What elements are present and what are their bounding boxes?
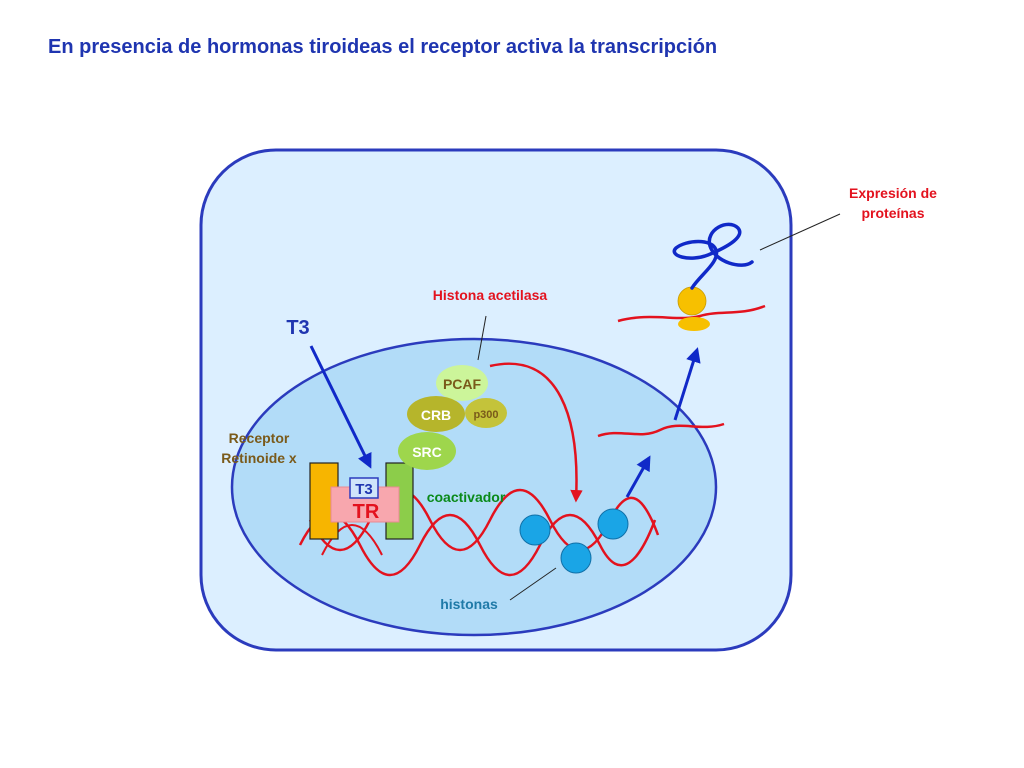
translation-arrow — [673, 347, 701, 421]
protein-chain — [672, 222, 754, 290]
expresion-label-line2: proteínas — [861, 205, 924, 221]
p300-protein — [465, 398, 507, 428]
t3-bound-box — [349, 477, 379, 499]
histone-2 — [560, 542, 592, 574]
pcaf-label: PCAF — [443, 376, 482, 392]
ribosome-large-subunit — [677, 286, 707, 316]
crb-protein — [407, 396, 465, 432]
receptor-label-line1: Receptor — [229, 430, 290, 446]
mrna-cytoplasm — [617, 304, 766, 323]
t3-outside-label: T3 — [286, 317, 309, 339]
p300-label: p300 — [473, 409, 498, 421]
histonas-leader — [509, 567, 557, 601]
coactivador-label: coactivador — [427, 489, 506, 505]
histona-acetilasa-leader — [477, 315, 487, 361]
mrna-nucleus — [597, 422, 725, 438]
ribosome-small-subunit — [678, 317, 710, 331]
pcaf-protein — [436, 365, 488, 401]
t3-bound-label: T3 — [355, 481, 373, 498]
expresion-leader — [759, 213, 841, 251]
histone-3 — [597, 508, 629, 540]
expresion-label-line1: Expresión de — [849, 185, 937, 201]
receptor-label-line2: Retinoide x — [221, 450, 297, 466]
tr-label: TR — [353, 501, 380, 523]
src-protein — [398, 432, 456, 470]
t3-entry-arrow — [309, 345, 372, 469]
src-label: SRC — [412, 444, 442, 460]
transcription-arrow — [625, 455, 651, 498]
page-title: En presencia de hormonas tiroideas el re… — [48, 36, 718, 58]
histone-1 — [519, 514, 551, 546]
crb-label: CRB — [421, 407, 451, 423]
nucleus — [230, 337, 718, 637]
histonas-label: histonas — [440, 596, 498, 612]
histona-acetilasa-label: Histona acetilasa — [433, 287, 548, 303]
acetylation-arrow — [489, 362, 583, 503]
